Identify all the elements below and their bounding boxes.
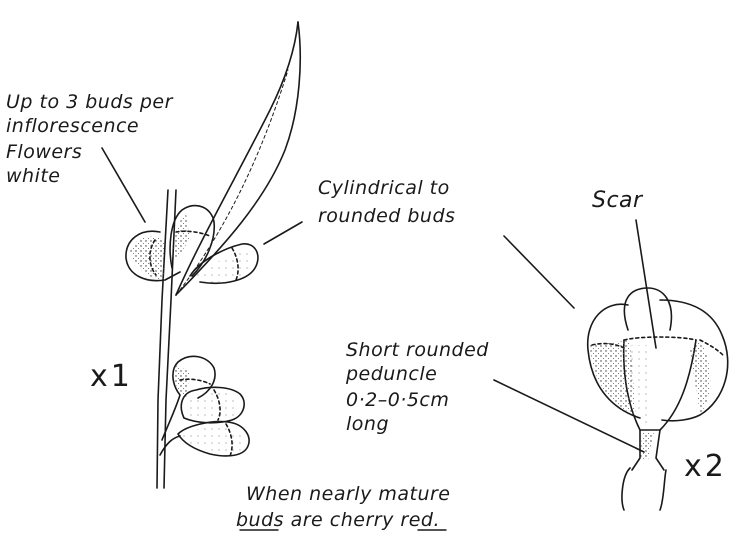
label-peduncle: Short rounded xyxy=(346,340,489,361)
label-flowers: Flowers xyxy=(6,142,82,163)
label-buds-per-inflorescence-2: inflorescence xyxy=(6,116,139,137)
scale-label-x2: x2 xyxy=(684,456,727,477)
label-peduncle-3: 0·2–0·5cm xyxy=(346,390,449,411)
note-red: red xyxy=(400,509,433,531)
label-bud-shape: Cylindrical to xyxy=(318,178,450,199)
label-buds-per-inflorescence: Up to 3 buds per xyxy=(6,92,173,113)
note-line-1: When nearly mature xyxy=(246,484,451,505)
label-peduncle-4: long xyxy=(346,414,389,435)
note-dot: . xyxy=(433,509,440,531)
note-line-2: buds are cherry red. xyxy=(236,510,440,531)
label-flowers-2: white xyxy=(6,166,61,187)
note-cherry: cherry xyxy=(330,509,394,531)
label-scar: Scar xyxy=(592,190,643,211)
scale-label-x1: x1 xyxy=(90,366,133,387)
label-peduncle-2: peduncle xyxy=(346,364,437,385)
label-bud-shape-2: rounded buds xyxy=(318,206,455,227)
main-stem xyxy=(157,190,168,488)
note-buds-are: buds are xyxy=(236,509,323,531)
